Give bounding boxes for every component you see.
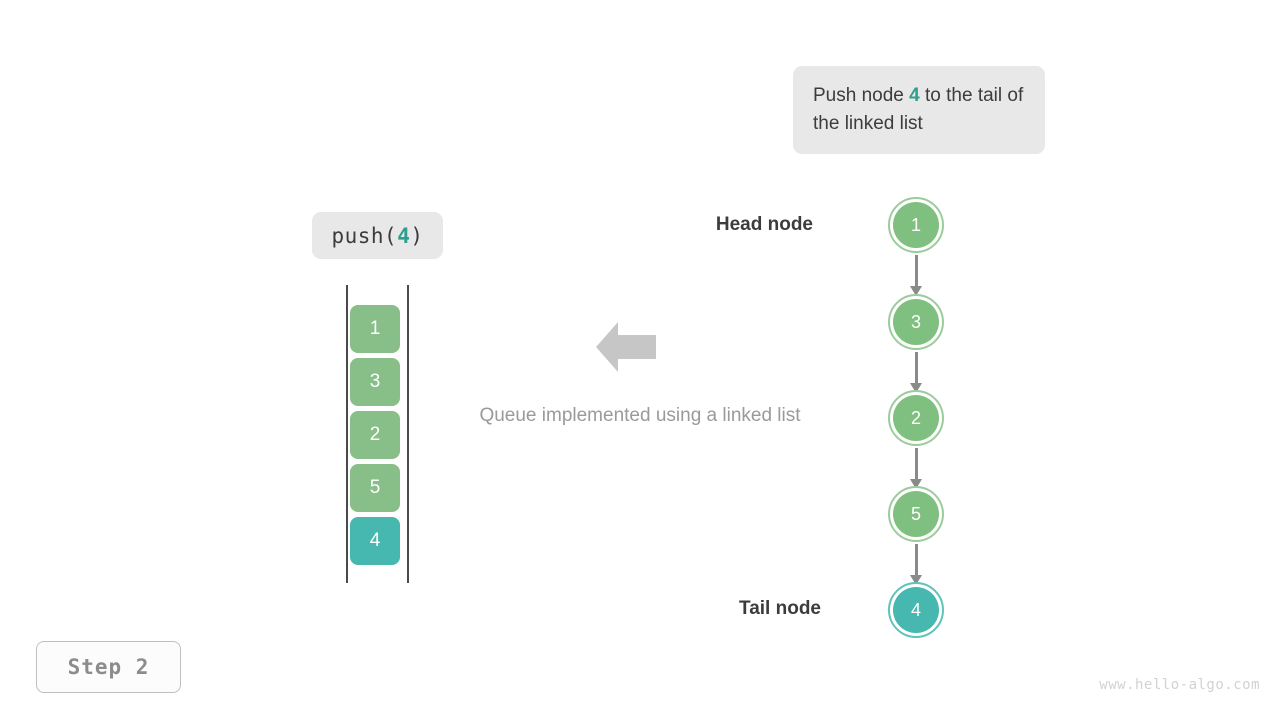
callout-box: Push node 4 to the tail of the linked li…	[793, 66, 1045, 154]
callout-text-before: Push node	[813, 85, 910, 106]
queue-rail-left	[346, 285, 348, 583]
queue-cell-highlighted: 4	[350, 517, 400, 565]
linked-list-node: 2	[888, 390, 944, 446]
linked-list-node-value: 1	[893, 202, 939, 248]
watermark: www.hello-algo.com	[1099, 677, 1260, 693]
operation-prefix: push(	[331, 223, 398, 248]
operation-argument: 4	[397, 223, 411, 248]
queue-cell: 3	[350, 358, 400, 406]
queue-cell: 2	[350, 411, 400, 459]
callout-accent-value: 4	[909, 85, 920, 106]
linked-list-node-value: 2	[893, 395, 939, 441]
linked-list-node: 5	[888, 486, 944, 542]
linked-list-node: 1	[888, 197, 944, 253]
linked-list-arrow-icon	[910, 255, 922, 296]
linked-list-node-value: 3	[893, 299, 939, 345]
tail-node-label: Tail node	[739, 598, 821, 619]
queue-cell: 5	[350, 464, 400, 512]
linked-list-node: 3	[888, 294, 944, 350]
head-node-label: Head node	[715, 214, 813, 235]
linked-list-arrow-icon	[910, 448, 922, 489]
linked-list-arrow-icon	[910, 544, 922, 585]
queue-visual: 1 3 2 5 4	[340, 285, 415, 585]
linked-list-node-value: 5	[893, 491, 939, 537]
operation-chip: push(4)	[312, 212, 443, 259]
arrow-left-icon	[596, 322, 656, 372]
step-badge: Step 2	[36, 641, 181, 693]
queue-cell: 1	[350, 305, 400, 353]
linked-list-visual: 1 3 2 5 4	[880, 185, 960, 655]
diagram-caption: Queue implemented using a linked list	[479, 405, 801, 426]
callout-text-after: to the tail of the linked list	[813, 85, 1024, 134]
queue-rail-right	[407, 285, 409, 583]
linked-list-arrow-icon	[910, 352, 922, 393]
linked-list-node-value: 4	[893, 587, 939, 633]
linked-list-node-tail: 4	[888, 582, 944, 638]
queue-cell-list: 1 3 2 5 4	[350, 305, 400, 570]
operation-suffix: )	[410, 223, 424, 248]
